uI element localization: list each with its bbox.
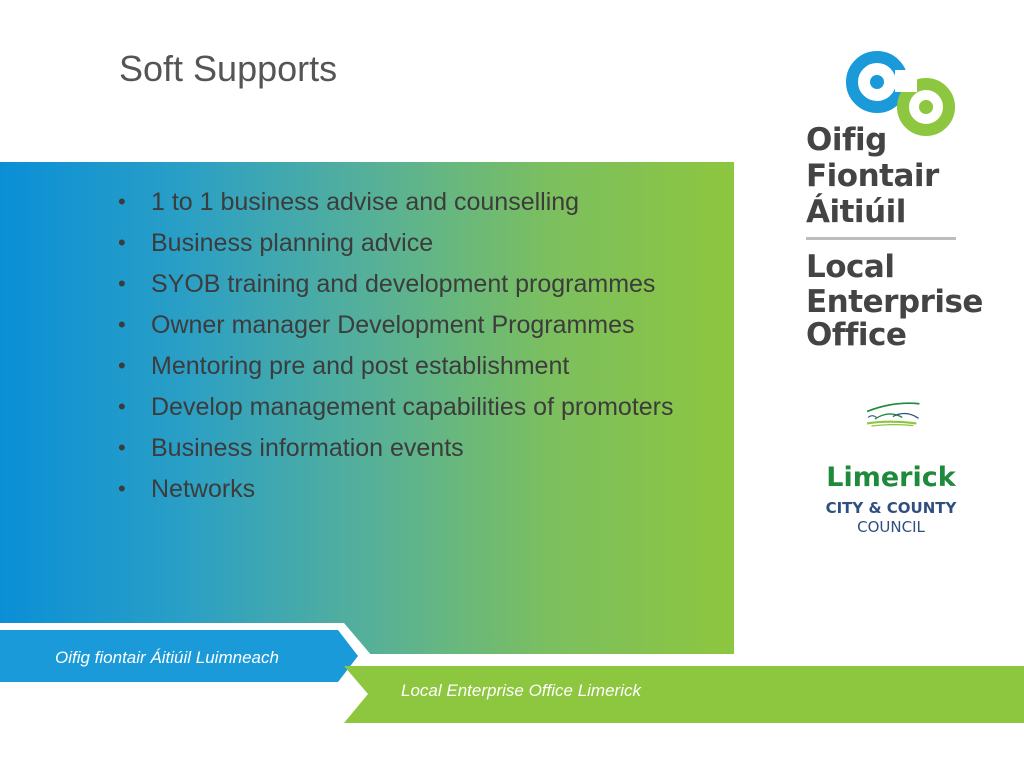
leo-logo-mark-icon bbox=[846, 51, 955, 136]
council-logo-icon bbox=[866, 402, 920, 427]
footer-blue-band-text: Oifig fiontair Áitiúil Luimneach bbox=[55, 648, 279, 667]
bullet-item: • 1 to 1 business advise and counselling bbox=[118, 183, 674, 224]
bullet-item: • SYOB training and development programme… bbox=[118, 265, 674, 306]
bullet-dot: • bbox=[118, 271, 126, 296]
bullet-text: Business information events bbox=[151, 434, 464, 462]
bullet-dot: • bbox=[118, 230, 126, 255]
bullet-text: Mentoring pre and post establishment bbox=[151, 352, 570, 380]
bullet-text: Owner manager Development Programmes bbox=[151, 311, 635, 339]
footer-bands bbox=[0, 623, 1024, 723]
leo-english-line-2: Enterprise bbox=[806, 284, 983, 320]
bullet-item: • Develop management capabilities of prom… bbox=[118, 388, 674, 429]
footer-green-band-text: Local Enterprise Office Limerick bbox=[401, 681, 641, 700]
bullet-dot: • bbox=[118, 312, 126, 337]
bullet-dot: • bbox=[118, 394, 126, 419]
leo-english-line-3: Office bbox=[806, 317, 907, 353]
bullet-item: • Business planning advice bbox=[118, 224, 674, 265]
bullet-text: Business planning advice bbox=[151, 229, 434, 257]
bullet-item: • Networks bbox=[118, 470, 674, 511]
bullet-dot: • bbox=[118, 189, 126, 214]
bullet-text: SYOB training and development programmes bbox=[151, 270, 656, 298]
bullet-dot: • bbox=[118, 435, 126, 460]
council-subtitle-2: COUNCIL bbox=[857, 518, 925, 536]
bullet-item: • Mentoring pre and post establishment bbox=[118, 347, 674, 388]
leo-irish-line-1: Oifig bbox=[806, 122, 887, 158]
leo-irish-line-3: Áitiúil bbox=[806, 194, 906, 230]
bullet-text: 1 to 1 business advise and counselling bbox=[151, 188, 580, 216]
leo-irish-line-2: Fiontair bbox=[806, 158, 939, 194]
bullet-item: • Owner manager Development Programmes bbox=[118, 306, 674, 347]
bullet-list: •1 to 1 business advise and counselling … bbox=[118, 183, 674, 511]
leo-english-line-1: Local bbox=[806, 249, 895, 285]
council-name: Limerick bbox=[826, 462, 956, 493]
council-subtitle: CITY & COUNTY bbox=[825, 499, 957, 517]
bullet-text: Develop management capabilities of promo… bbox=[151, 393, 674, 421]
bullet-dot: • bbox=[118, 476, 126, 501]
gradient-panel bbox=[0, 162, 734, 654]
bullet-text: Networks bbox=[151, 475, 256, 503]
slide-title: Soft Supports bbox=[119, 48, 338, 89]
bullet-dot: • bbox=[118, 353, 126, 378]
bullet-item: • Business information events bbox=[118, 429, 674, 470]
leo-divider bbox=[806, 237, 956, 240]
